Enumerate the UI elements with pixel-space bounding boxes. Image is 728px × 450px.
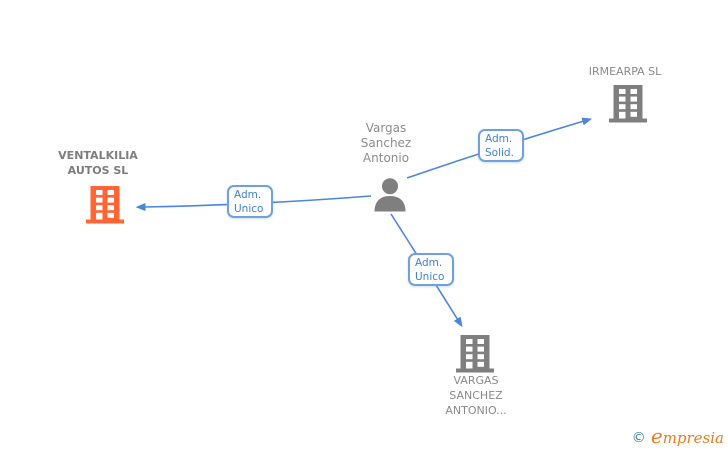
company-name: VENTALKILIA AUTOS SL <box>58 149 138 177</box>
building-icon <box>455 335 495 373</box>
building-icon <box>85 186 125 224</box>
person-icon <box>371 178 409 212</box>
company-name: VARGAS SANCHEZ ANTONIO... <box>445 374 507 417</box>
empresia-brand-text: empresia <box>650 424 724 448</box>
person-name: Vargas Sanchez Antonio <box>360 121 412 165</box>
empresia-logo[interactable]: © empresia <box>632 427 724 447</box>
edge-label-adm-solid: Adm. Solid. <box>478 129 524 162</box>
edge-label-adm-unico-bottom: Adm. Unico <box>408 253 454 286</box>
edge-label-adm-unico-left: Adm. Unico <box>227 185 273 218</box>
copyright-icon: © <box>631 430 646 446</box>
building-icon <box>608 85 648 123</box>
company-name: IRMEARPA SL <box>588 65 662 78</box>
